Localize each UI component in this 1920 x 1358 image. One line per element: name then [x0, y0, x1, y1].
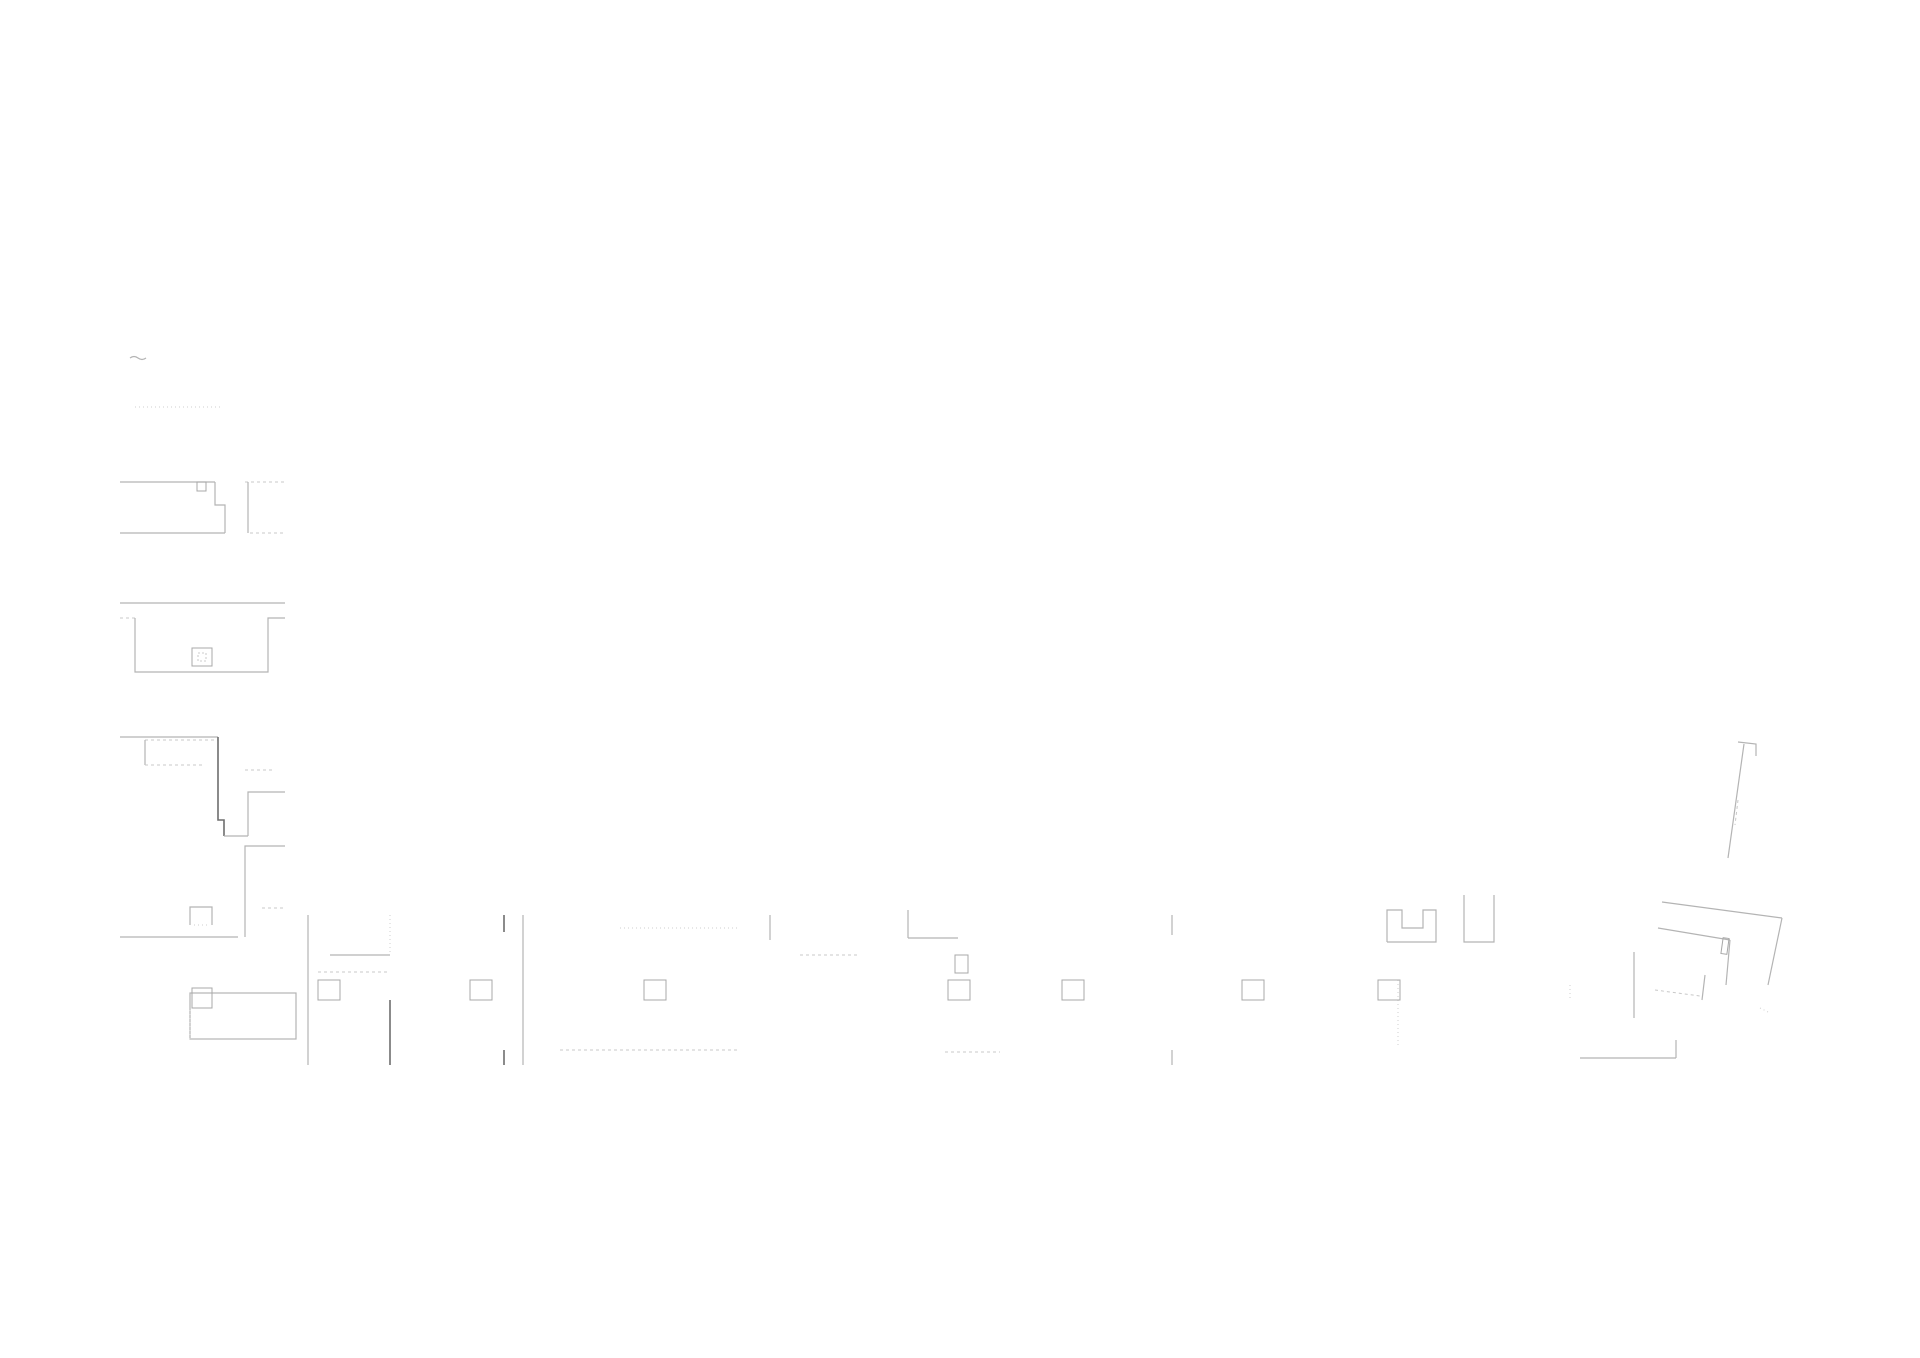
column: [947, 979, 971, 1001]
column-grid: [317, 979, 1401, 1001]
room-block-4: [120, 845, 285, 938]
main-corridor: [307, 910, 1571, 1065]
column-2: [191, 647, 213, 667]
column-lower-left: [191, 987, 213, 1009]
room-lower-left: [189, 987, 297, 1040]
room-block-3: [120, 736, 285, 837]
column-2-core: [197, 652, 207, 662]
column: [643, 979, 667, 1001]
room-block-1: [120, 481, 285, 534]
column: [317, 979, 341, 1001]
room-upper-right: [1386, 895, 1495, 943]
room-block-2: [120, 602, 285, 673]
column: [1241, 979, 1265, 1001]
angled-wing: [1580, 741, 1783, 1059]
column: [469, 979, 493, 1001]
tilde-mark: [129, 355, 147, 361]
column: [1377, 979, 1401, 1001]
column-1: [196, 481, 207, 492]
column: [1061, 979, 1085, 1001]
